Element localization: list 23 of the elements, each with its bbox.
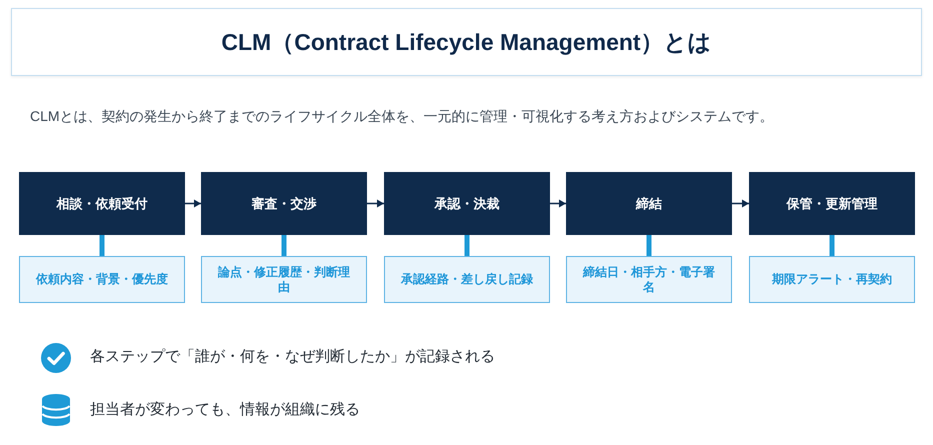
detail-box: 論点・修正履歴・判断理由 <box>201 256 367 303</box>
connector-line <box>830 235 834 256</box>
arrow <box>185 200 201 208</box>
step-box: 承認・決裁 <box>384 172 550 235</box>
detail-box: 承認経路・差し戻し記録 <box>384 256 550 303</box>
arrow <box>732 200 749 208</box>
connector-line <box>646 235 652 256</box>
detail-box: 締結日・相手方・電子署名 <box>566 256 732 303</box>
detail-box: 依頼内容・背景・優先度 <box>19 256 185 303</box>
bullet-text: 担当者が変わっても、情報が組織に残る <box>90 400 360 419</box>
arrow <box>367 200 384 208</box>
step-box: 審査・交渉 <box>201 172 367 235</box>
step-box: 締結 <box>566 172 732 235</box>
description-text: CLMとは、契約の発生から終了までのライフサイクル全体を、一元的に管理・可視化する考え方およびシステムです。 <box>30 108 774 126</box>
arrow <box>550 200 566 208</box>
connector-line <box>100 235 104 256</box>
bullet-text: 各ステップで「誰が・何を・なぜ判断したか」が記録される <box>90 347 495 366</box>
connector-line <box>464 235 470 256</box>
step-box: 保管・更新管理 <box>749 172 915 235</box>
connector-line <box>282 235 286 256</box>
detail-box: 期限アラート・再契約 <box>749 256 915 303</box>
step-box: 相談・依頼受付 <box>19 172 185 235</box>
title-banner: CLM（Contract Lifecycle Management）とは <box>11 8 922 76</box>
